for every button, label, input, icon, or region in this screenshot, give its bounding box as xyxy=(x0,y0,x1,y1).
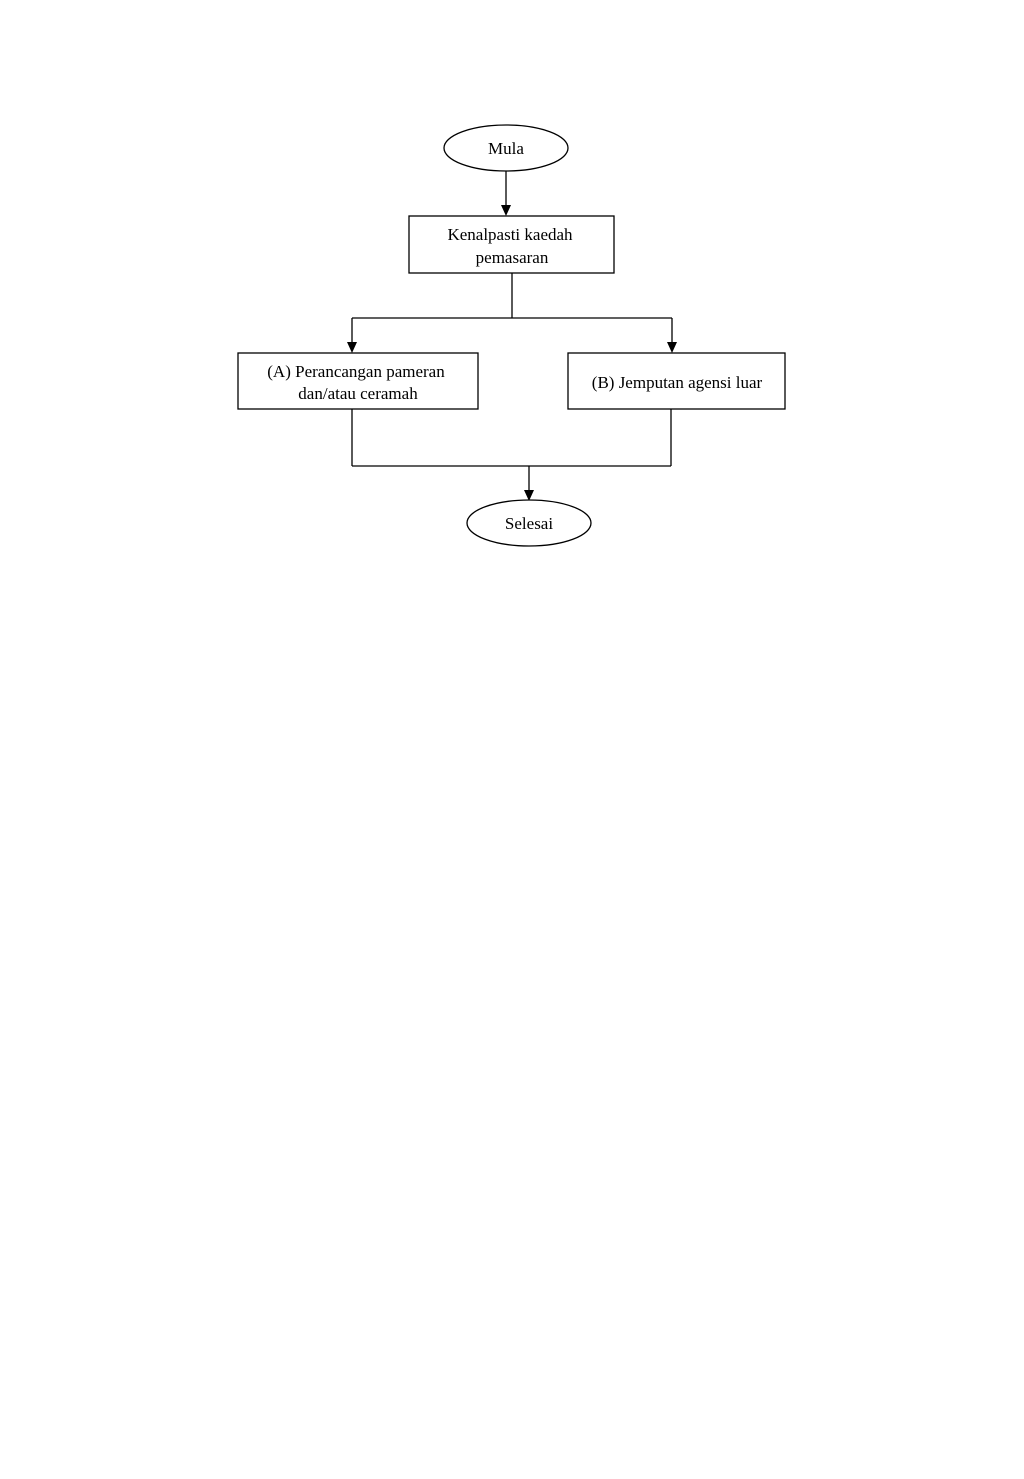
start-terminal xyxy=(443,124,569,172)
step1-node: Kenalpasti kaedah pemasaran xyxy=(408,215,615,274)
arrowhead-step1 xyxy=(501,205,511,216)
step1-box xyxy=(408,215,615,274)
step1-label-line1: Kenalpasti kaedah xyxy=(447,225,573,244)
option-a-label-line1: (A) Perancangan pameran xyxy=(267,362,445,381)
option-a-label-line2: dan/atau ceramah xyxy=(298,384,418,403)
start-node: Mula xyxy=(443,124,569,172)
option-a-box xyxy=(237,352,479,410)
end-node: Selesai xyxy=(466,499,592,547)
option-b-label: (B) Jemputan agensi luar xyxy=(592,373,763,392)
end-label: Selesai xyxy=(505,514,553,533)
step1-label-line2: pemasaran xyxy=(476,248,549,267)
connectors xyxy=(347,171,677,501)
arrowhead-option-a xyxy=(347,342,357,353)
start-label: Mula xyxy=(488,139,524,158)
arrowhead-end xyxy=(524,490,534,501)
option-b-node: (B) Jemputan agensi luar xyxy=(567,352,786,410)
option-a-node: (A) Perancangan pameran dan/atau ceramah xyxy=(237,352,479,410)
arrowhead-option-b xyxy=(667,342,677,353)
end-terminal xyxy=(466,499,592,547)
option-b-box xyxy=(567,352,786,410)
